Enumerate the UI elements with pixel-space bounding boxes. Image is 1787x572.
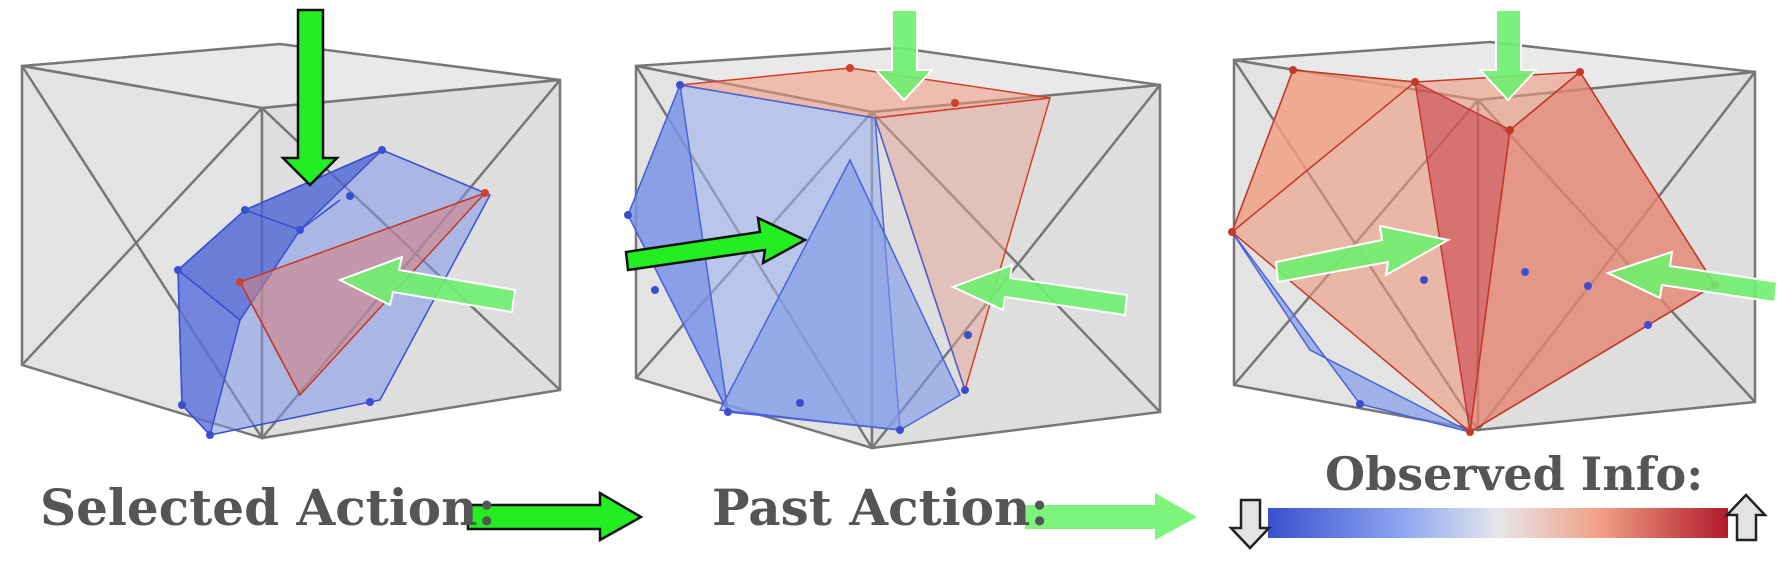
- past-action-legend-arrow: [1025, 493, 1197, 540]
- observed-info-label: Observed Info:: [1325, 447, 1703, 501]
- panel-1: [22, 10, 560, 439]
- panel-3: [1228, 10, 1777, 436]
- observed-info-colorbar: [1268, 508, 1728, 538]
- selected-action-label: Selected Action:: [40, 478, 496, 537]
- high-info-up-arrow-icon: [1727, 495, 1765, 540]
- panel-2: [624, 10, 1160, 448]
- past-action-label: Past Action:: [712, 478, 1049, 537]
- low-info-down-arrow-icon: [1231, 500, 1269, 548]
- legend: [468, 493, 1765, 548]
